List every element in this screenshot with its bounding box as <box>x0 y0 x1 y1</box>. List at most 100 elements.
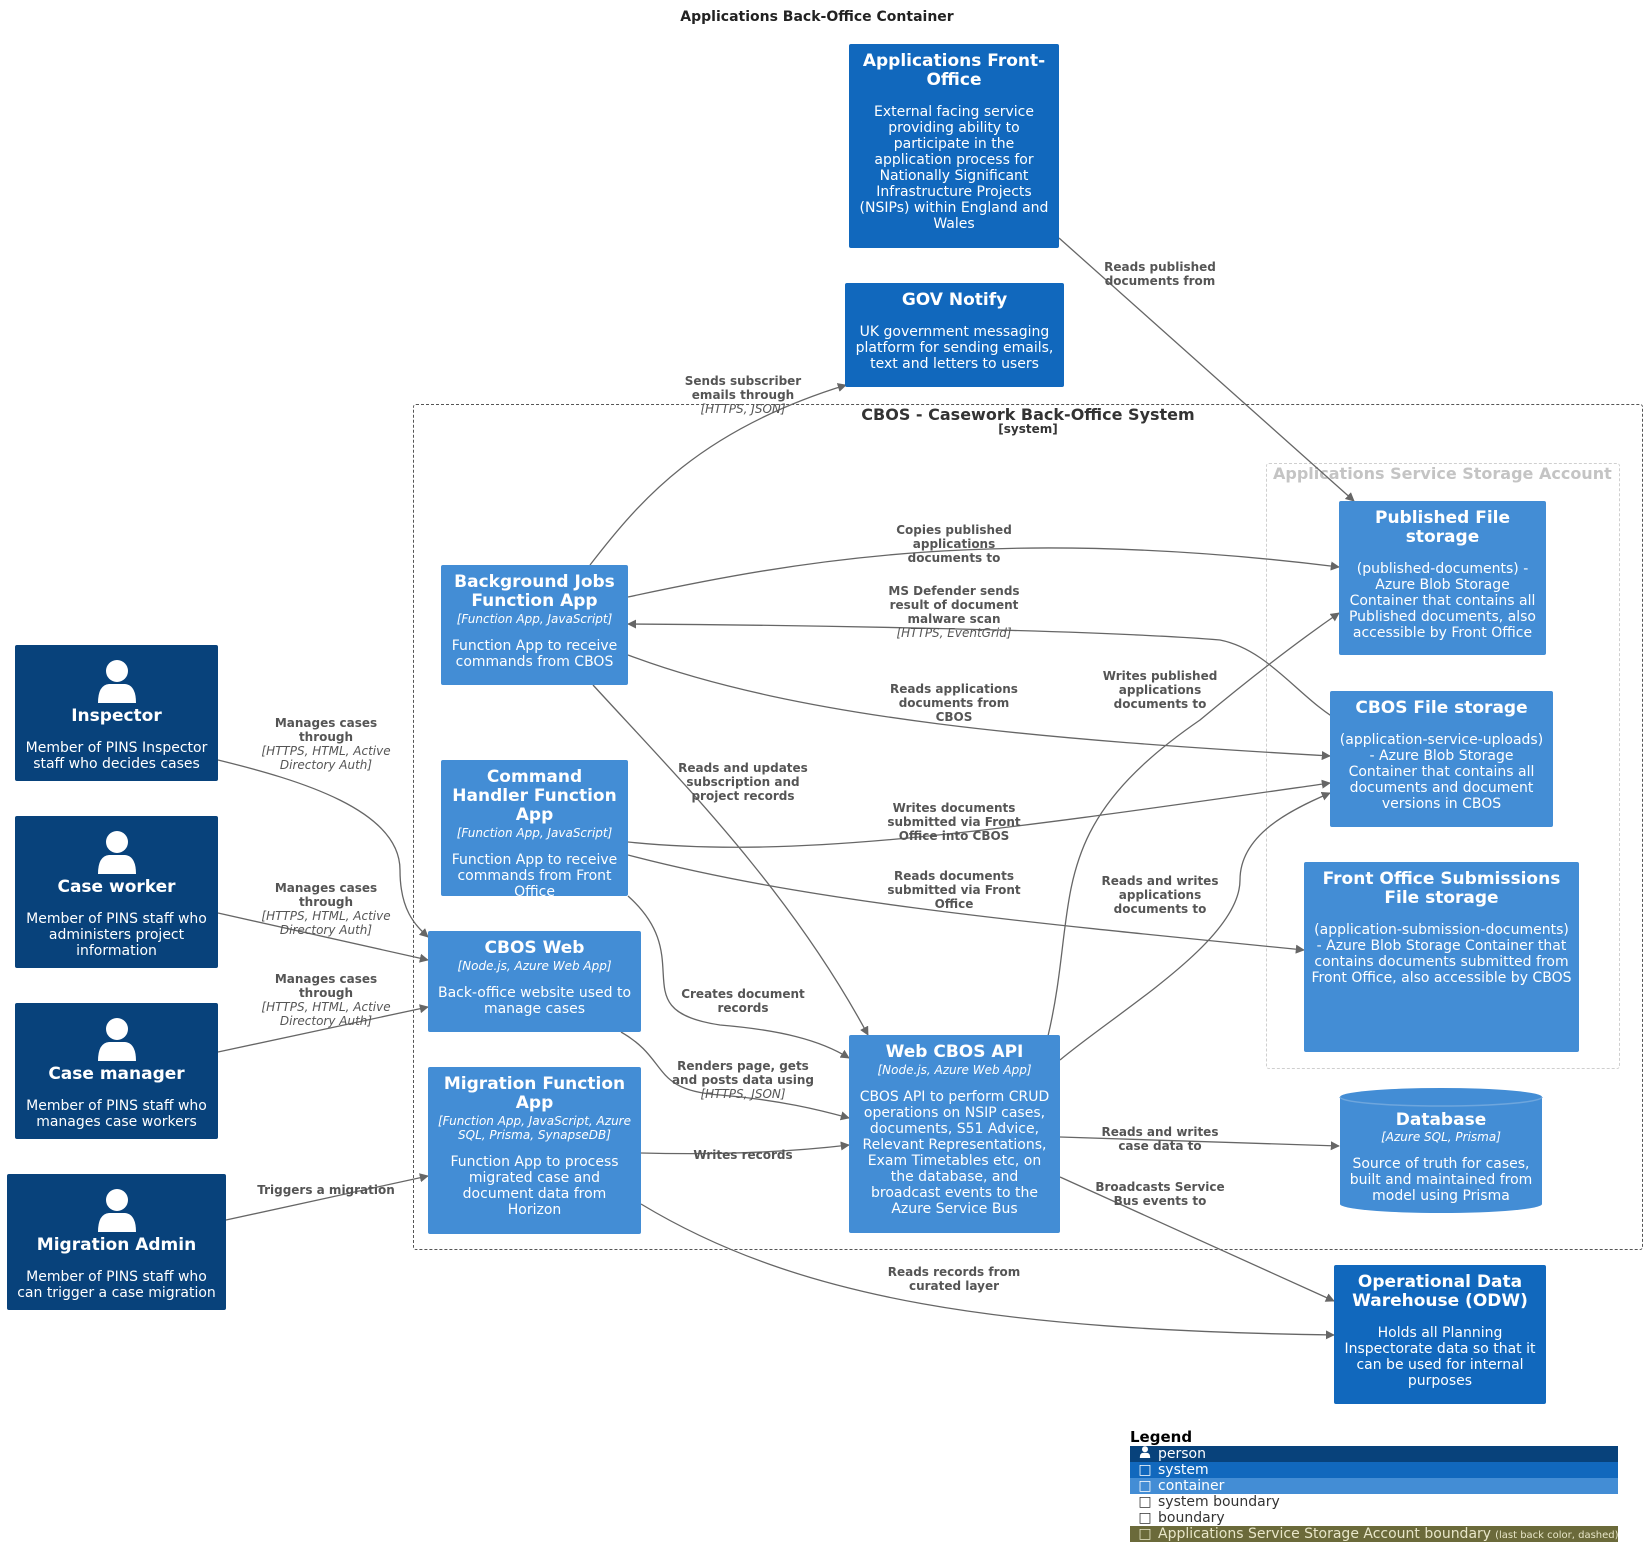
fo-submissions-storage-container[interactable]: Front Office Submissions File storage (a… <box>1304 862 1579 1052</box>
cbos-boundary-label: CBOS - Casework Back-Office System [syst… <box>413 406 1643 436</box>
label-api-to-cbosfiles: Reads and writes applications documents … <box>1095 860 1225 916</box>
label-inspector-to-web: Manages cases through [HTTPS, HTML, Acti… <box>256 702 396 772</box>
edge-bg-to-notify <box>589 383 847 566</box>
legend: Legend person □system □ container □system… <box>1130 1428 1619 1542</box>
cbos-web-tech: [Node.js, Azure Web App] <box>457 959 612 973</box>
bg-jobs-container[interactable]: Background Jobs Function App [Function A… <box>441 565 628 685</box>
boundary-icon: □ <box>1138 1510 1152 1526</box>
edge-inspector-to-web <box>217 759 429 938</box>
odw-system[interactable]: Operational Data Warehouse (ODW) Holds a… <box>1334 1265 1546 1404</box>
legend-system-boundary: □system boundary <box>1130 1494 1618 1510</box>
container-icon: □ <box>1138 1478 1152 1494</box>
cbos-api-container[interactable]: Web CBOS API [Node.js, Azure Web App] CB… <box>849 1035 1060 1233</box>
edge-cmd-to-api <box>627 895 850 1059</box>
migration-admin-desc: Member of PINS staff who can trigger a c… <box>17 1269 216 1301</box>
edge-cmd-to-cbosfiles <box>627 779 1331 848</box>
migration-admin-name: Migration Admin <box>36 1235 197 1255</box>
edge-cbosfiles-to-bg <box>627 619 1344 724</box>
legend-storage-boundary: □Applications Service Storage Account bo… <box>1130 1526 1619 1542</box>
case-manager-person[interactable]: Case manager Member of PINS staff who ma… <box>15 1003 218 1139</box>
cbos-boundary-name: CBOS - Casework Back-Office System <box>861 405 1195 424</box>
database-name: Database <box>1395 1110 1487 1130</box>
cbos-web-desc: Back-office website used to manage cases <box>437 985 632 1017</box>
cmd-handler-container[interactable]: Command Handler Function App [Function A… <box>441 760 628 900</box>
cbos-file-storage-container[interactable]: CBOS File storage (application-service-u… <box>1330 691 1553 827</box>
edge-mig-to-api <box>640 1141 850 1155</box>
label-manager-to-web: Manages cases through [HTTPS, HTML, Acti… <box>256 958 396 1028</box>
cbos-web-name: CBOS Web <box>484 938 585 958</box>
label-bg-to-api: Reads and updates subscription and proje… <box>673 747 813 803</box>
label-tech: [HTTPS, HTML, Active Directory Auth] <box>261 744 391 772</box>
label-front-to-published: Reads published documents from <box>1095 246 1225 288</box>
fo-submissions-storage-desc: (application-submission-documents) - Azu… <box>1311 922 1572 986</box>
front-office-name: Applications Front-Office <box>862 51 1046 90</box>
database-cylinder-icon <box>1339 1088 1543 1213</box>
label-cmd-to-fofiles: Reads documents submitted via Front Offi… <box>879 855 1029 911</box>
label-text: Broadcasts Service Bus events to <box>1095 1180 1225 1208</box>
database-container[interactable]: Database [Azure SQL, Prisma] Source of t… <box>1339 1087 1543 1214</box>
case-worker-name: Case worker <box>57 877 176 897</box>
legend-storage-note: (last back color, dashed) <box>1495 1530 1619 1541</box>
case-worker-person[interactable]: Case worker Member of PINS staff who adm… <box>15 816 218 968</box>
legend-person: person <box>1130 1446 1618 1462</box>
inspector-name: Inspector <box>71 706 162 726</box>
cbos-web-container[interactable]: CBOS Web [Node.js, Azure Web App] Back-o… <box>428 931 641 1032</box>
legend-boundary: □ boundary <box>1130 1510 1618 1526</box>
label-text: Writes records <box>693 1148 793 1162</box>
label-tech: [HTTPS, HTML, Active Directory Auth] <box>261 1000 391 1028</box>
case-manager-name: Case manager <box>48 1064 185 1084</box>
edge-api-to-odw <box>1059 1176 1335 1302</box>
edge-bg-to-api <box>592 684 869 1036</box>
case-worker-desc: Member of PINS staff who administers pro… <box>26 911 207 959</box>
legend-boundary-label: boundary <box>1158 1510 1225 1526</box>
label-text: Renders page, gets and posts data using <box>671 1059 815 1087</box>
legend-system: □system <box>1130 1462 1618 1478</box>
label-text: Reads records from curated layer <box>887 1265 1021 1293</box>
person-icon <box>97 1018 136 1061</box>
legend-container-label: container <box>1158 1478 1225 1494</box>
migration-desc: Function App to process migrated case an… <box>450 1154 619 1218</box>
person-icon <box>97 831 136 874</box>
label-text: Reads applications documents from CBOS <box>890 682 1018 724</box>
edge-mig-to-odw <box>640 1203 1335 1340</box>
label-text: Writes published applications documents … <box>1102 669 1218 711</box>
cbos-file-storage-name: CBOS File storage <box>1355 698 1528 718</box>
migration-container[interactable]: Migration Function App [Function App, Ja… <box>428 1067 641 1234</box>
label-text: Reads and writes case data to <box>1101 1125 1219 1153</box>
label-text: Writes documents submitted via Front Off… <box>887 801 1021 843</box>
front-office-desc: External facing service providing abilit… <box>859 104 1049 232</box>
edge-manager-to-web <box>217 1004 429 1053</box>
label-text: Manages cases through <box>274 972 378 1000</box>
published-storage-container[interactable]: Published File storage (published-docume… <box>1339 501 1546 655</box>
label-bg-to-published: Copies published applications documents … <box>889 509 1019 565</box>
migration-admin-person[interactable]: Migration Admin Member of PINS staff who… <box>7 1174 226 1310</box>
odw-desc: Holds all Planning Inspectorate data so … <box>1344 1325 1536 1389</box>
label-text: Creates document records <box>681 987 805 1015</box>
edge-bg-to-published <box>627 547 1340 598</box>
person-icon <box>97 1189 136 1232</box>
cbos-api-desc: CBOS API to perform CRUD operations on N… <box>859 1089 1050 1217</box>
diagram-title: Applications Back-Office Container <box>680 9 954 25</box>
published-storage-name: Published File storage <box>1374 508 1511 547</box>
edge-api-to-db <box>1059 1136 1340 1151</box>
label-text: Triggers a migration <box>257 1183 395 1197</box>
edge-api-to-published <box>1047 612 1340 1037</box>
label-text: Reads documents submitted via Front Offi… <box>887 869 1021 911</box>
migration-tech: [Function App, JavaScript, Azure SQL, Pr… <box>438 1114 631 1142</box>
label-tech: [HTTPS, EventGrid] <box>896 626 1012 640</box>
cbos-file-storage-desc: (application-service-uploads) - Azure Bl… <box>1339 732 1544 812</box>
label-text: MS Defender sends result of document mal… <box>888 584 1020 626</box>
front-office-system[interactable]: Applications Front-Office External facin… <box>849 44 1059 248</box>
label-text: Sends subscriber emails through <box>684 374 802 402</box>
edge-admin-to-mig <box>225 1173 429 1221</box>
person-icon <box>1138 1446 1152 1462</box>
edge-bg-to-cbosfiles <box>627 654 1331 761</box>
gov-notify-system[interactable]: GOV Notify UK government messaging platf… <box>845 283 1064 387</box>
label-text: Manages cases through <box>274 881 378 909</box>
edge-api-to-cbosfiles <box>1059 792 1331 1061</box>
inspector-desc: Member of PINS Inspector staff who decid… <box>25 740 208 772</box>
legend-title: Legend <box>1130 1428 1193 1446</box>
inspector-person[interactable]: Inspector Member of PINS Inspector staff… <box>15 645 218 781</box>
published-storage-desc: (published-documents) - Azure Blob Stora… <box>1348 561 1536 641</box>
